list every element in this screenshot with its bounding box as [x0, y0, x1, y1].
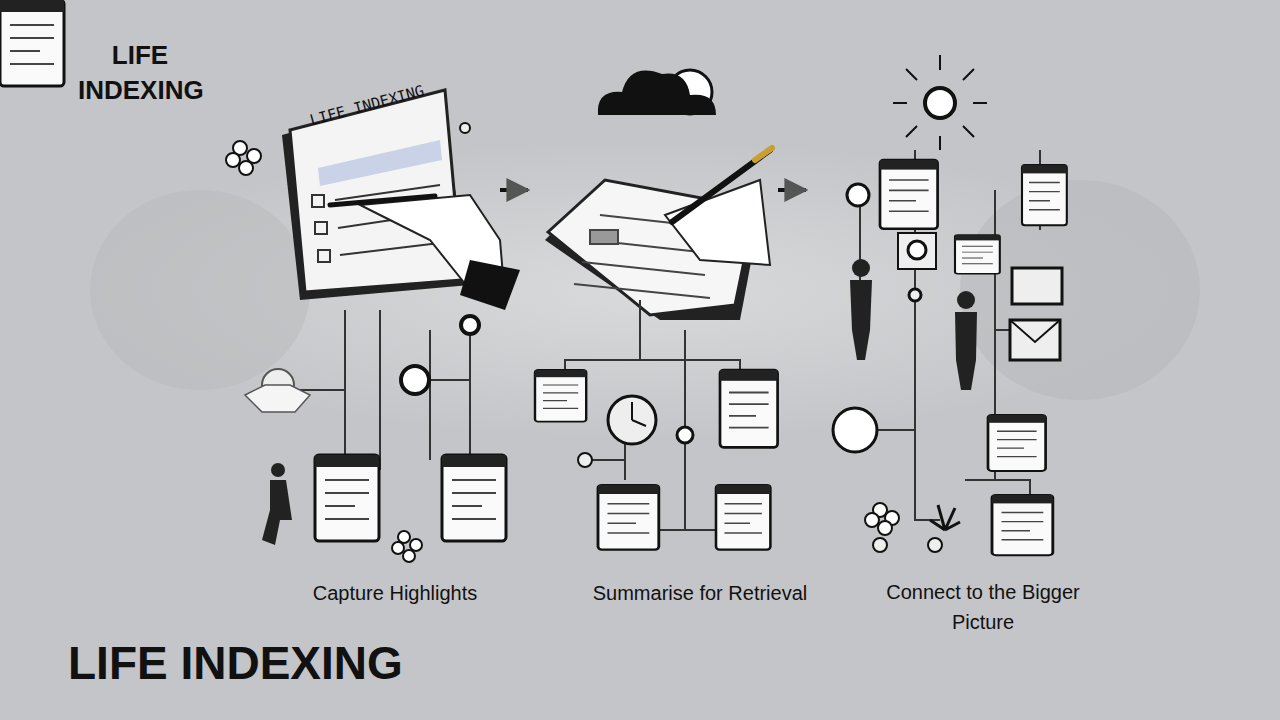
sun-burst [893, 55, 987, 150]
stage-arrow [778, 188, 806, 192]
flowers [226, 141, 960, 562]
background-shade [90, 190, 310, 390]
step-label: Capture Highlights [313, 581, 478, 605]
notebook-summarise [545, 148, 772, 320]
corner-title: LIFE INDEXING [78, 38, 202, 108]
step-label: Connect to the Bigger Picture [878, 577, 1088, 637]
document-icons [0, 0, 1067, 555]
stage-arrow [500, 188, 528, 192]
wires [300, 150, 1040, 530]
step-label: Summarise for Retrieval [593, 581, 808, 605]
people [245, 259, 977, 545]
cloud-sun [598, 70, 716, 115]
background-glow [80, 140, 1200, 440]
symbols [401, 123, 942, 552]
main-title: LIFE INDEXING [68, 636, 403, 691]
